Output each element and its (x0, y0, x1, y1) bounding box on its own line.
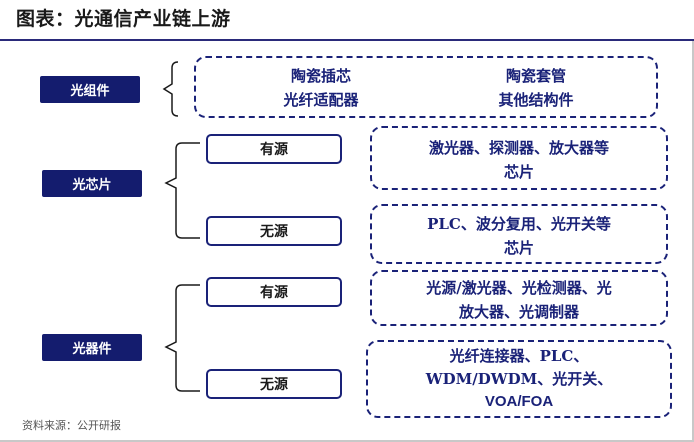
component-item-fiber-adapter: 光纤适配器 (283, 91, 359, 109)
device-passive-desc-box: 光纤连接器、PLC、 WDM/DWDM、光开关、 VOA/FOA (366, 340, 672, 418)
category-optical-device: 光器件 (42, 334, 142, 361)
device-passive-desc-line1: 光纤连接器、PLC、 (449, 347, 589, 365)
chip-active-label: 有源 (206, 134, 342, 164)
chip-active-desc-line2: 芯片 (503, 163, 534, 181)
device-active-desc-line1: 光源/激光器、光检测器、光 (426, 279, 612, 297)
category-optical-component: 光组件 (40, 76, 140, 103)
chip-passive-desc-line1: PLC、波分复用、光开关等 (427, 215, 611, 233)
page-title: 图表：光通信产业链上游 (16, 8, 231, 30)
component-item-ceramic-sleeve: 陶瓷套管 (505, 67, 566, 85)
device-active-desc-box: 光源/激光器、光检测器、光 放大器、光调制器 (370, 270, 668, 326)
frame-border-bottom (0, 440, 694, 442)
chip-active-desc-box: 激光器、探测器、放大器等 芯片 (370, 126, 668, 190)
device-active-desc-line2: 放大器、光调制器 (458, 303, 579, 321)
chip-passive-label: 无源 (206, 216, 342, 246)
device-passive-desc-line2: WDM/DWDM、光开关、 (425, 370, 613, 388)
bracket-optical-chip (164, 142, 183, 239)
frame-border-right (692, 41, 694, 442)
component-item-other-structural-parts: 其他结构件 (498, 91, 574, 109)
device-passive-label: 无源 (206, 369, 342, 399)
device-active-label: 有源 (206, 277, 342, 307)
category-optical-chip: 光芯片 (42, 170, 142, 197)
device-passive-desc-line3: VOA/FOA (484, 393, 554, 410)
bracket-optical-component (162, 61, 179, 117)
component-items-box: 陶瓷插芯 陶瓷套管 光纤适配器 其他结构件 (194, 56, 658, 118)
title-divider (0, 39, 694, 41)
source-note: 资料来源：公开研报 (22, 419, 121, 432)
chip-passive-desc-line2: 芯片 (503, 239, 534, 257)
bracket-optical-device (164, 284, 183, 392)
component-item-ceramic-ferrule: 陶瓷插芯 (290, 67, 351, 85)
chip-active-desc-line1: 激光器、探测器、放大器等 (428, 139, 609, 157)
chip-passive-desc-box: PLC、波分复用、光开关等 芯片 (370, 204, 668, 264)
